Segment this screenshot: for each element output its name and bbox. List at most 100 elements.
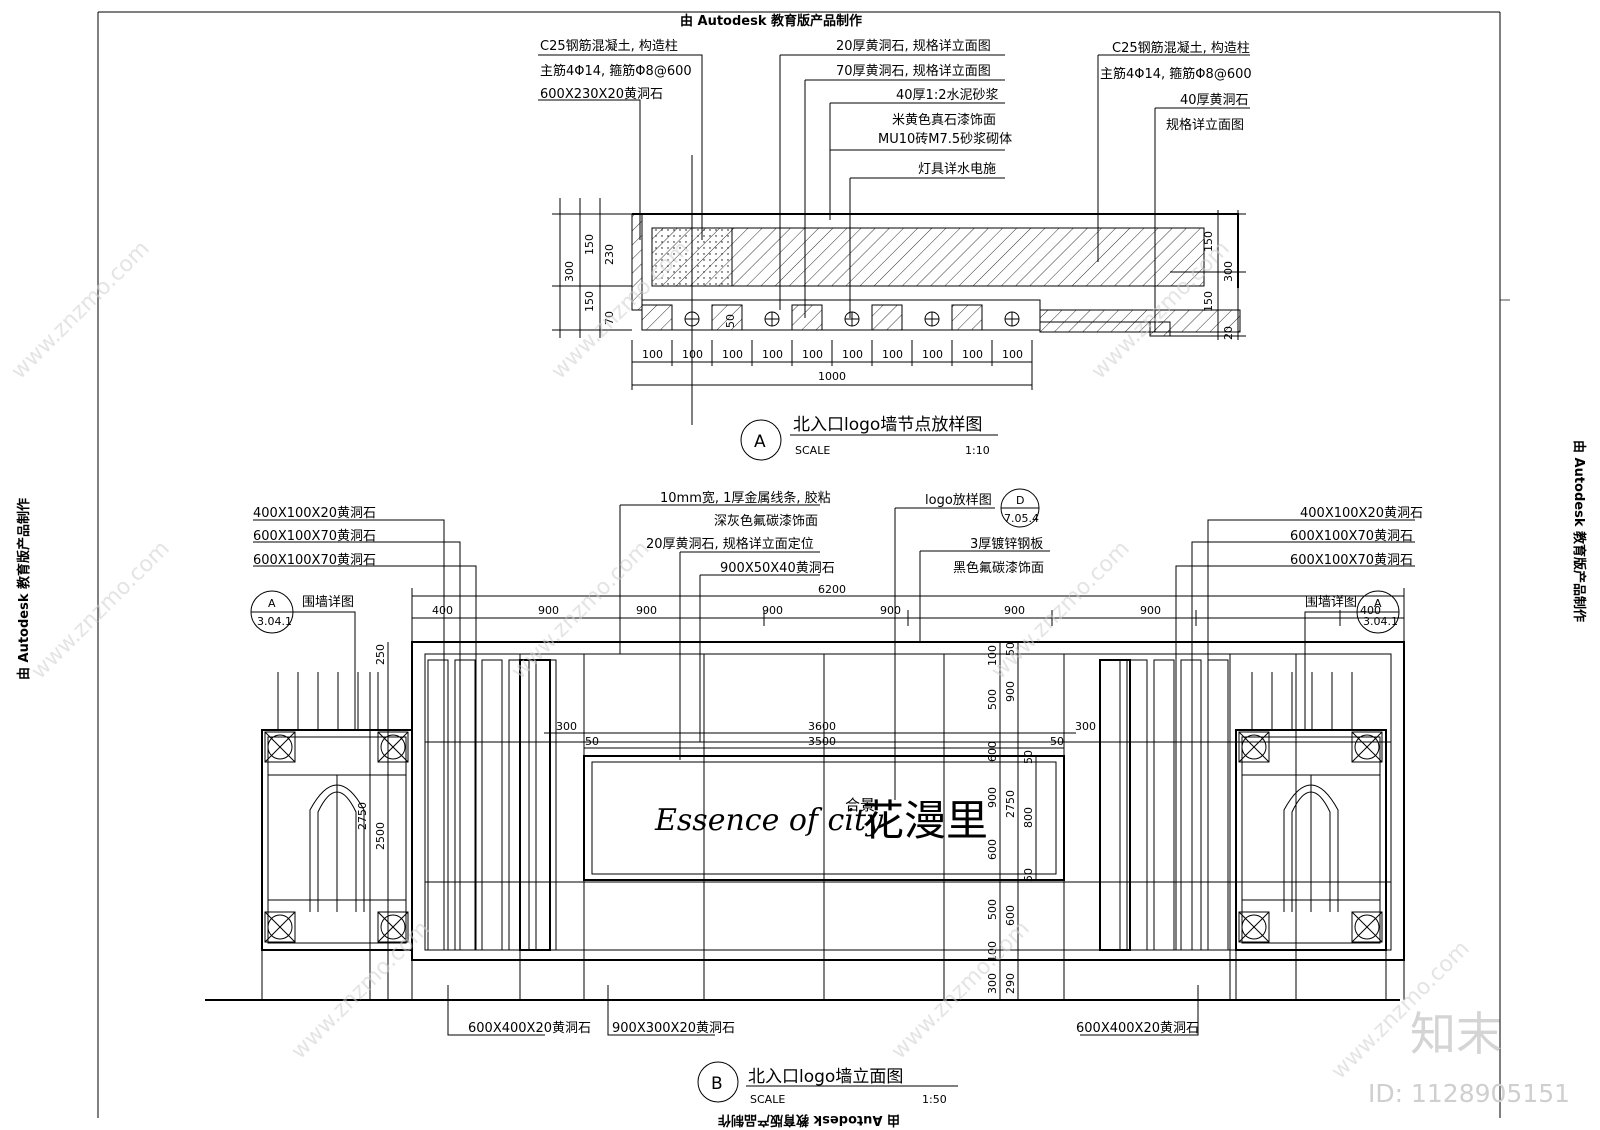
b-dim-t1: 400	[432, 604, 453, 617]
dim-a-r3: 150	[1202, 291, 1215, 312]
a-callout-l3: 600X230X20黄洞石	[540, 87, 663, 102]
b-callout-r1: 400X100X20黄洞石	[1300, 506, 1423, 521]
detail-b-scale-label: SCALE	[750, 1093, 785, 1106]
b-callout-l1: 400X100X20黄洞石	[253, 506, 376, 521]
dim-a-4: 100	[762, 348, 783, 361]
b-wallref-sheet-l: 3.04.1	[257, 615, 292, 628]
b-logo-ref-circle: D	[1016, 494, 1024, 507]
logo-cn-big: 花漫里	[862, 796, 988, 845]
watermark-logo: 知末	[1410, 1007, 1502, 1061]
b-dim-l2: 2750	[356, 802, 369, 830]
b-dim-t2: 900	[538, 604, 559, 617]
bottom-banner: 由 Autodesk 教育版产品制作	[718, 1112, 900, 1128]
b-dim-300-l: 300	[556, 720, 577, 733]
dim-a-r1: 150	[1202, 231, 1215, 252]
watermark-id: ID: 1128905151	[1368, 1079, 1570, 1108]
b-dim-50-l: 50	[585, 735, 599, 748]
a-callout-m4: 米黄色真石漆饰面	[892, 112, 996, 128]
b-wallref-circle-r: A	[1374, 597, 1382, 610]
b-bottom-callout-2: 900X300X20黄洞石	[612, 1021, 735, 1036]
b-dim-r6: 50	[1022, 750, 1035, 764]
left-fins	[427, 659, 557, 951]
dim-a-1: 100	[642, 348, 663, 361]
b-wallref-circle-l: A	[268, 597, 276, 610]
left-banner: 由 Autodesk 教育版产品制作	[16, 498, 32, 680]
watermark-site-5: www.znzmo.com	[507, 536, 655, 684]
left-fence	[261, 672, 413, 1001]
b-dim-50-r: 50	[1050, 735, 1064, 748]
dim-a-3: 100	[722, 348, 743, 361]
detail-a-scale-label: SCALE	[795, 444, 830, 457]
dim-a-l2: 230	[603, 244, 616, 265]
b-dim-r2: 50	[1004, 642, 1017, 656]
right-banner: 由 Autodesk 教育版产品制作	[1571, 440, 1587, 622]
watermarks: www.znzmo.com www.znzmo.com www.znzmo.co…	[7, 236, 1475, 1084]
detail-a-scale: 1:10	[965, 444, 990, 457]
b-dim-total: 6200	[818, 583, 846, 596]
dim-a-l4: 150	[583, 291, 596, 312]
b-dim-r10: 600	[986, 839, 999, 860]
b-dim-r5: 600	[986, 741, 999, 762]
dim-a-r4: 20	[1222, 326, 1235, 340]
b-callout-l3: 600X100X70黄洞石	[253, 553, 376, 568]
b-wallref-sheet-r: 3.04.1	[1363, 615, 1398, 628]
a-callout-m3: 40厚1:2水泥砂浆	[896, 88, 998, 103]
watermark-site-1: www.znzmo.com	[7, 236, 155, 384]
sheet-frame	[97, 11, 1510, 1118]
b-dim-t6: 900	[1004, 604, 1025, 617]
b-wallref-label-l: 围墙详图	[302, 595, 354, 610]
b-dim-r13: 600	[1004, 905, 1017, 926]
dim-a-2: 100	[682, 348, 703, 361]
a-callout-m5: MU10砖M7.5砂浆砌体	[878, 132, 1012, 147]
dim-a-l5: 70	[603, 311, 616, 325]
logo-cn-small: 合景	[845, 796, 875, 814]
light-fixtures	[641, 304, 1020, 331]
dim-a-l1: 150	[583, 234, 596, 255]
a-callout-m1: 20厚黄洞石, 规格详立面图	[836, 38, 991, 54]
right-fence	[1235, 672, 1387, 1001]
top-banner: 由 Autodesk 教育版产品制作	[680, 13, 862, 29]
b-dim-t4: 900	[762, 604, 783, 617]
a-callout-m6: 灯具详水电施	[918, 162, 996, 177]
b-dim-r7: 900	[986, 787, 999, 808]
a-callout-l2: 主筋4Φ14, 箍筋Φ8@600	[540, 63, 692, 79]
b-dim-t3: 900	[636, 604, 657, 617]
right-fins	[1099, 659, 1229, 951]
b-dim-r11: 50	[1022, 868, 1035, 882]
b-dim-r4: 900	[1004, 681, 1017, 702]
detail-a-plan: 100 100 100 100 100 100 100 100 100 100 …	[538, 38, 1252, 461]
dim-a-6: 100	[842, 348, 863, 361]
b-callout-m3: 20厚黄洞石, 规格详立面定位	[646, 536, 814, 552]
dim-a-l3: 300	[563, 261, 576, 282]
a-callout-l1: C25钢筋混凝土, 构造柱	[540, 38, 678, 54]
detail-a-circle: A	[754, 432, 766, 452]
b-logo-ref-sheet: 7.05.4	[1004, 512, 1039, 525]
b-dim-r16: 290	[1004, 973, 1017, 994]
detail-b-elevation: Essence of city 合景 花漫里 6200 400 900 900 …	[205, 488, 1423, 1106]
a-callout-r2: 主筋4Φ14, 箍筋Φ8@600	[1100, 66, 1252, 82]
dim-a-10: 100	[1002, 348, 1023, 361]
detail-b-scale: 1:50	[922, 1093, 947, 1106]
b-dim-r8: 800	[1022, 807, 1035, 828]
logo-script: Essence of city	[654, 803, 884, 838]
b-dim-r12: 500	[986, 899, 999, 920]
b-callout-m4: 900X50X40黄洞石	[720, 561, 835, 576]
b-dim-t7: 900	[1140, 604, 1161, 617]
b-callout-mr2: 黑色氟碳漆饰面	[953, 560, 1044, 576]
b-dim-r9: 2750	[1004, 790, 1017, 818]
dim-a-8: 100	[922, 348, 943, 361]
b-wallref-label-r: 围墙详图	[1305, 595, 1357, 610]
b-logo-ref: logo放样图	[925, 493, 992, 508]
b-callout-r3: 600X100X70黄洞石	[1290, 553, 1413, 568]
b-dim-3600: 3600	[808, 720, 836, 733]
b-dim-t5: 900	[880, 604, 901, 617]
dim-a-5: 100	[802, 348, 823, 361]
b-dim-300-r: 300	[1075, 720, 1096, 733]
b-callout-m2: 深灰色氟碳漆饰面	[714, 513, 818, 529]
b-callout-mr1: 3厚镀锌钢板	[970, 536, 1043, 552]
dim-a-r2: 300	[1222, 261, 1235, 282]
a-callout-r1: C25钢筋混凝土, 构造柱	[1112, 40, 1250, 56]
dim-a-inner: 50	[724, 314, 737, 328]
b-dim-r14: 100	[986, 941, 999, 962]
